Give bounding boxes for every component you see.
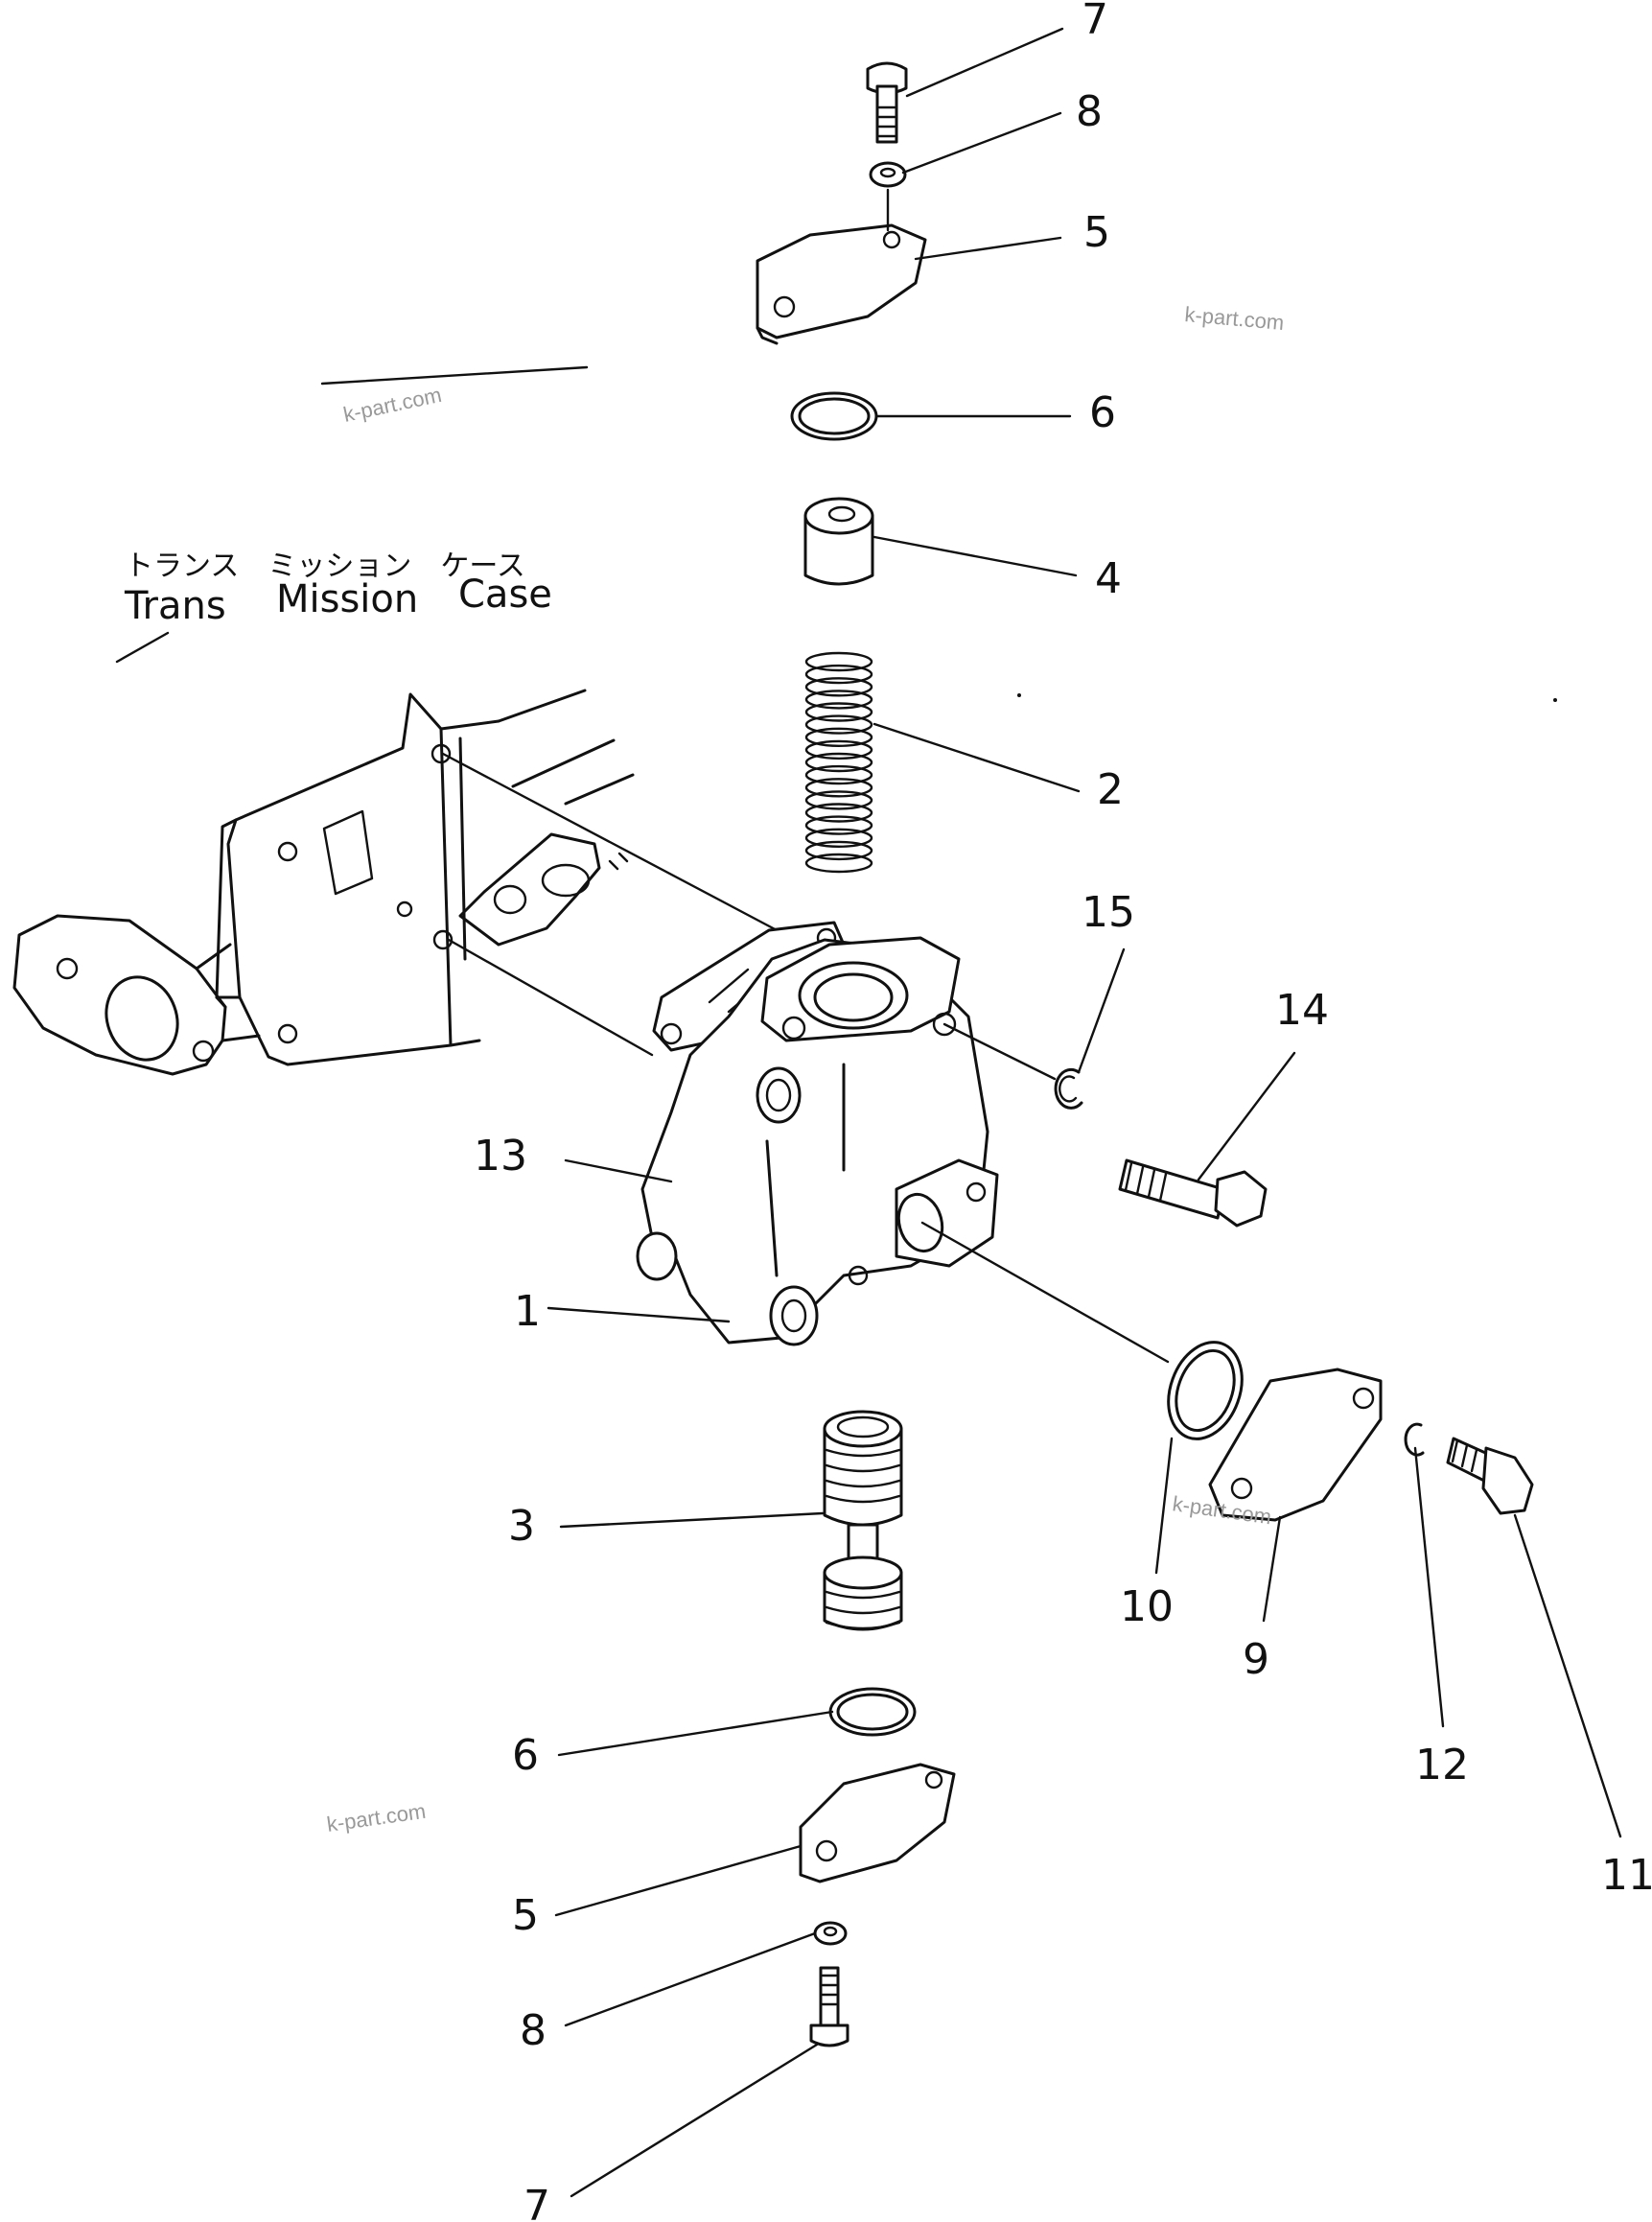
pin-line [942, 1022, 1057, 1081]
callout-6-top: 6 [1089, 388, 1116, 437]
case-label-trans: Trans [124, 584, 226, 628]
cover-top [756, 223, 927, 345]
spool-groove [825, 1590, 901, 1600]
callout-6-bottom: 6 [512, 1731, 539, 1780]
pin [1118, 1158, 1268, 1228]
spring-coil [804, 651, 873, 672]
bolt-side [1446, 1437, 1534, 1515]
case-leader-line [115, 631, 170, 664]
callout-10: 10 [1120, 1582, 1174, 1631]
spool-groove [825, 1605, 901, 1615]
case-label-mission: Mission [276, 577, 418, 621]
watermark: k-part.com [1184, 302, 1286, 335]
spring-coil [804, 840, 873, 861]
spring-coil [804, 752, 873, 773]
callout-2: 2 [1097, 765, 1124, 814]
dowel-line-lower [447, 938, 654, 1057]
spring-coil [804, 803, 873, 823]
callout-leaders [547, 27, 1622, 2198]
o-ring-side [1167, 1341, 1244, 1440]
lock-washer-bottom [813, 1921, 848, 1946]
spring-coil [804, 690, 873, 710]
callout-5-top: 5 [1083, 208, 1110, 257]
lock-washer-top [869, 161, 907, 188]
bolt-bottom [809, 1966, 849, 2047]
callout-1: 1 [514, 1287, 541, 1336]
transmission-case [12, 689, 635, 1076]
callout-7-top: 7 [1082, 0, 1108, 44]
lock-washer-side [1404, 1422, 1425, 1457]
case-label-case: Case [458, 573, 552, 617]
spring-coil [804, 664, 873, 685]
spring-coil [804, 702, 873, 722]
snap-ring-pin [1054, 1067, 1083, 1110]
callout-7-bottom: 7 [524, 2182, 550, 2222]
callout-13: 13 [474, 1132, 527, 1181]
spring-coil [804, 815, 873, 835]
valve-body [636, 921, 999, 1346]
spring-coil [804, 714, 873, 735]
case-leader-line [320, 365, 589, 386]
watermark: k-part.com [325, 1799, 427, 1836]
spring-coil [804, 677, 873, 697]
spring-coil [804, 828, 873, 848]
spool-groove [825, 1463, 901, 1473]
callout-8-top: 8 [1076, 87, 1103, 136]
sleeve [803, 497, 874, 586]
callout-15: 15 [1082, 888, 1135, 937]
callout-14: 14 [1275, 986, 1329, 1035]
port-line [920, 1221, 1170, 1364]
dowel-line-upper [441, 752, 815, 951]
spring-coil [804, 778, 873, 798]
callout-5-bottom: 5 [512, 1891, 539, 1940]
stray-dot [1553, 698, 1557, 702]
o-ring-top [790, 391, 878, 441]
callout-3: 3 [508, 1502, 535, 1551]
spool-groove [825, 1621, 901, 1630]
watermark: k-part.com [341, 383, 444, 427]
cover-bottom [799, 1763, 956, 1883]
stray-dot [1017, 693, 1021, 697]
cover-side [1208, 1368, 1383, 1522]
callout-8-bottom: 8 [520, 2006, 547, 2055]
spool-groove [825, 1479, 901, 1488]
spring-coil [804, 764, 873, 785]
spool-groove [825, 1448, 901, 1458]
spring-coil [804, 790, 873, 810]
spring [804, 651, 873, 874]
spool [823, 1410, 903, 1631]
bolt-top [866, 61, 908, 144]
spring-coil [804, 727, 873, 747]
spring-coil [804, 739, 873, 760]
callout-4: 4 [1095, 554, 1122, 603]
callout-12: 12 [1415, 1741, 1469, 1789]
callout-11: 11 [1601, 1851, 1652, 1900]
o-ring-bottom [828, 1687, 917, 1737]
case-label-japanese: トランス ミッション ケース [125, 550, 525, 583]
spool-groove [825, 1494, 901, 1504]
spring-coil [804, 853, 873, 874]
callout-9: 9 [1243, 1635, 1269, 1684]
